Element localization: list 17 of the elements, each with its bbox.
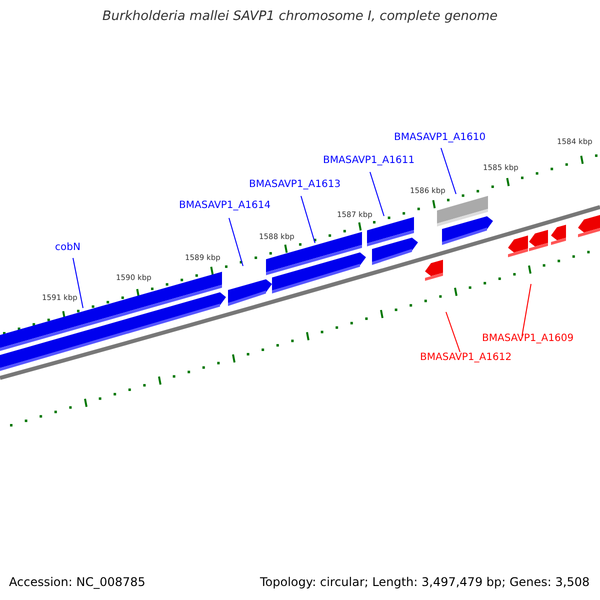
gene-label: BMASAVP1_A1609	[482, 333, 574, 344]
accession-text: Accession: NC_008785	[9, 575, 146, 589]
leader-line	[446, 312, 460, 352]
gene-label: BMASAVP1_A1610	[394, 132, 486, 143]
gene-label: cobN	[55, 242, 80, 253]
leader-line	[300, 196, 316, 244]
topology-text: Topology: circular; Length: 3,497,479 bp; Genes: 3,508	[260, 575, 590, 589]
leader-line	[522, 284, 532, 336]
leader-line	[370, 172, 384, 216]
leader-line	[228, 218, 244, 266]
gene-label: BMASAVP1_A1612	[420, 352, 512, 363]
gene-label: BMASAVP1_A1613	[249, 179, 341, 190]
title: Burkholderia mallei SAVP1 chromosome I, complete genome	[101, 9, 499, 24]
gene-label: BMASAVP1_A1611	[323, 155, 415, 166]
leader-line	[72, 258, 84, 308]
gene-label: BMASAVP1_A1614	[179, 200, 271, 211]
leader-line	[440, 148, 456, 194]
